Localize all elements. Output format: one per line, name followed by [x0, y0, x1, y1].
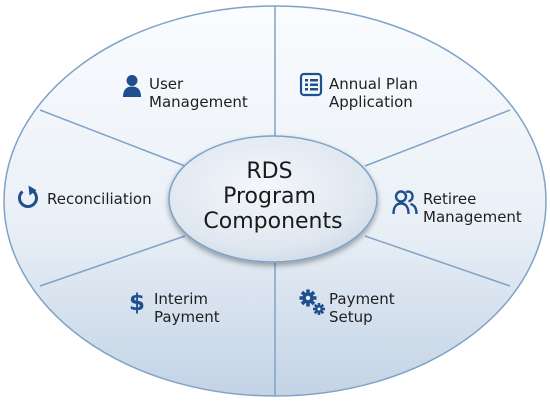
segment-retiree-management-label: Retiree Management: [423, 190, 522, 226]
divider-upper-right: [364, 109, 511, 167]
segment-payment-setup-label: Payment Setup: [329, 290, 399, 326]
segment-reconciliation[interactable]: Reconciliation: [17, 185, 152, 209]
divider-lower-left: [39, 235, 186, 287]
segment-label-line: Interim: [154, 290, 208, 308]
segment-label-line: Retiree: [423, 190, 476, 208]
segment-label-line: User: [149, 75, 184, 93]
circular-arrow-icon: [17, 185, 38, 208]
list-document-icon: [299, 72, 323, 97]
segment-annual-plan-application-label: Annual Plan Application: [329, 75, 423, 111]
segment-annual-plan-application[interactable]: Annual Plan Application: [299, 72, 423, 111]
dollar-icon: $: [129, 290, 145, 316]
segment-label-line: Application: [329, 93, 413, 111]
gears-icon: [299, 289, 325, 315]
segment-label-line: Payment: [154, 308, 220, 326]
user-icon: [123, 75, 141, 97]
center-title-line-3: Components: [203, 209, 342, 234]
segment-label-line: Management: [423, 208, 522, 226]
segment-interim-payment-label: Interim Payment: [154, 290, 220, 326]
center-title: RDS Program Components: [203, 159, 342, 234]
divider-lower-right: [364, 235, 511, 287]
segment-label-line: Management: [149, 93, 248, 111]
segment-label-line: Annual Plan: [329, 75, 418, 93]
segment-user-management[interactable]: User Management: [123, 75, 248, 111]
segment-interim-payment[interactable]: $ Interim Payment: [129, 290, 220, 326]
center-title-line-1: RDS: [246, 159, 292, 184]
segment-user-management-label: User Management: [149, 75, 248, 111]
segment-reconciliation-label: Reconciliation: [47, 190, 152, 208]
segment-label-line: Payment: [329, 290, 395, 308]
center-title-line-2: Program: [223, 184, 316, 209]
center-ellipse: [168, 135, 378, 263]
divider-upper-left: [39, 109, 186, 167]
segment-payment-setup[interactable]: Payment Setup: [299, 289, 400, 327]
divider-lines: [39, 6, 511, 396]
segment-label-line: Reconciliation: [47, 190, 152, 208]
people-icon: [392, 190, 418, 215]
segment-retiree-management[interactable]: Retiree Management: [392, 190, 522, 226]
segment-label-line: Setup: [329, 308, 373, 326]
center-hub: [168, 135, 378, 263]
